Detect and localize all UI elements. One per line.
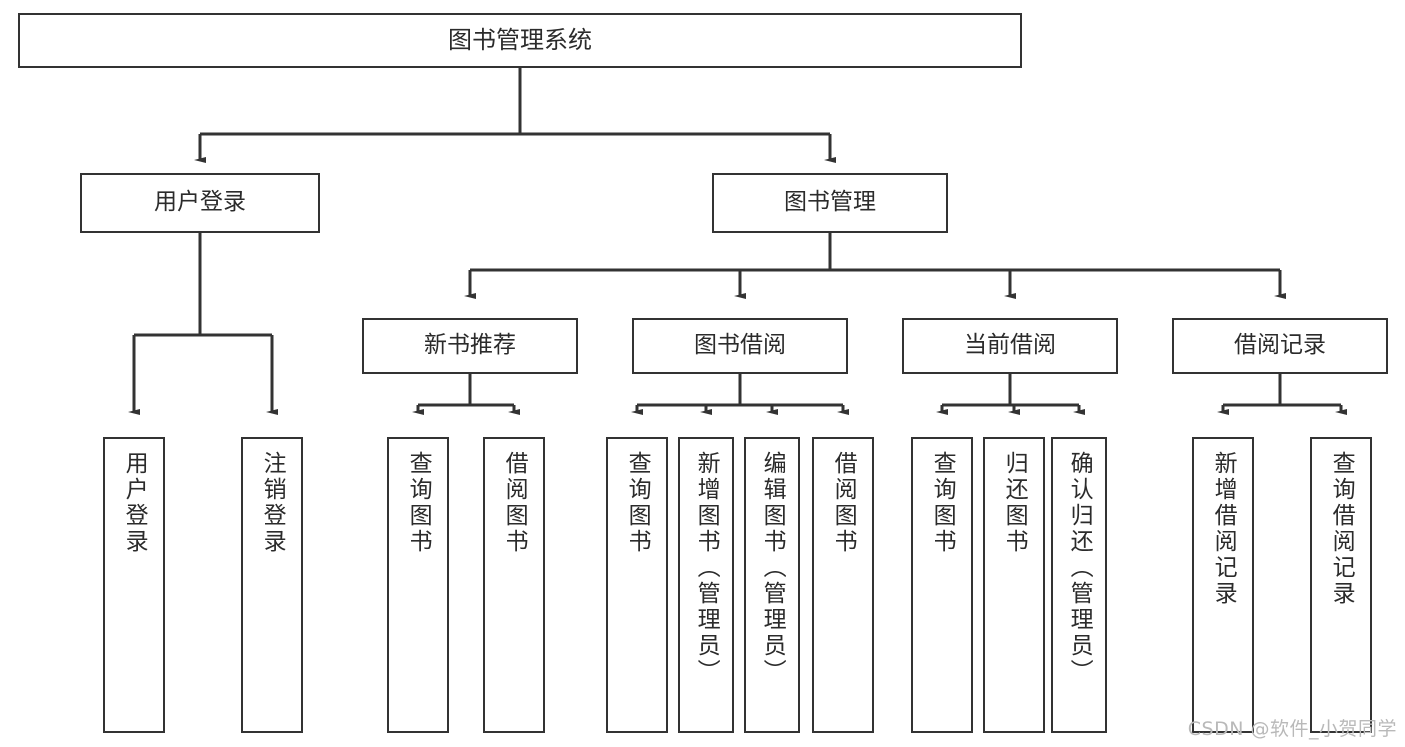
node-user-login[interactable]: 用户登录 xyxy=(80,173,320,233)
node-label: 借阅图书 xyxy=(830,451,857,555)
leaf-query-book-newbook[interactable]: 查询图书 xyxy=(387,437,449,733)
node-label: 用户登录 xyxy=(121,451,148,555)
book-borrow-branch-connectors xyxy=(631,374,849,415)
node-label: 借阅记录 xyxy=(1234,332,1326,359)
book-management-branch-connectors xyxy=(464,233,1286,299)
node-label: 当前借阅 xyxy=(964,332,1056,359)
current-borrow-branch-connectors xyxy=(936,374,1085,415)
node-root-system[interactable]: 图书管理系统 xyxy=(18,13,1022,68)
node-label: 注销登录 xyxy=(259,451,286,555)
node-current-borrow[interactable]: 当前借阅 xyxy=(902,318,1118,374)
node-label: 新增借阅记录 xyxy=(1210,451,1237,607)
leaf-user-login[interactable]: 用户登录 xyxy=(103,437,165,733)
user-login-branch-connectors xyxy=(128,233,278,415)
leaf-query-borrow-record[interactable]: 查询借阅记录 xyxy=(1310,437,1372,733)
new-book-branch-connectors xyxy=(412,374,520,415)
node-label: 归还图书 xyxy=(1001,451,1028,555)
node-book-management[interactable]: 图书管理 xyxy=(712,173,948,233)
node-label: 新书推荐 xyxy=(424,332,516,359)
node-label: 图书管理系统 xyxy=(448,26,592,55)
leaf-return-book[interactable]: 归还图书 xyxy=(983,437,1045,733)
node-book-borrow[interactable]: 图书借阅 xyxy=(632,318,848,374)
csdn-watermark: CSDN @软件_小贺同学 xyxy=(1187,718,1397,740)
node-label: 查询图书 xyxy=(929,451,956,555)
node-label: 编辑图书（管理员） xyxy=(759,451,786,685)
node-label: 借阅图书 xyxy=(501,451,528,555)
leaf-query-book-current[interactable]: 查询图书 xyxy=(911,437,973,733)
node-label: 查询图书 xyxy=(624,451,651,555)
borrow-record-branch-connectors xyxy=(1217,374,1347,415)
node-label: 确认归还（管理员） xyxy=(1066,451,1093,685)
node-borrow-record[interactable]: 借阅记录 xyxy=(1172,318,1388,374)
node-label: 图书管理 xyxy=(784,189,876,216)
node-label: 图书借阅 xyxy=(694,332,786,359)
node-label: 用户登录 xyxy=(154,189,246,216)
root-to-level2-connectors xyxy=(194,68,836,163)
node-label: 查询借阅记录 xyxy=(1328,451,1355,607)
leaf-borrow-book[interactable]: 借阅图书 xyxy=(812,437,874,733)
leaf-add-book-admin[interactable]: 新增图书（管理员） xyxy=(678,437,734,733)
leaf-borrow-book-newbook[interactable]: 借阅图书 xyxy=(483,437,545,733)
leaf-add-borrow-record[interactable]: 新增借阅记录 xyxy=(1192,437,1254,733)
node-label: 查询图书 xyxy=(405,451,432,555)
leaf-confirm-return-admin[interactable]: 确认归还（管理员） xyxy=(1051,437,1107,733)
node-new-book-recommend[interactable]: 新书推荐 xyxy=(362,318,578,374)
leaf-edit-book-admin[interactable]: 编辑图书（管理员） xyxy=(744,437,800,733)
leaf-query-book-borrow[interactable]: 查询图书 xyxy=(606,437,668,733)
node-label: 新增图书（管理员） xyxy=(693,451,720,685)
leaf-logout-login[interactable]: 注销登录 xyxy=(241,437,303,733)
